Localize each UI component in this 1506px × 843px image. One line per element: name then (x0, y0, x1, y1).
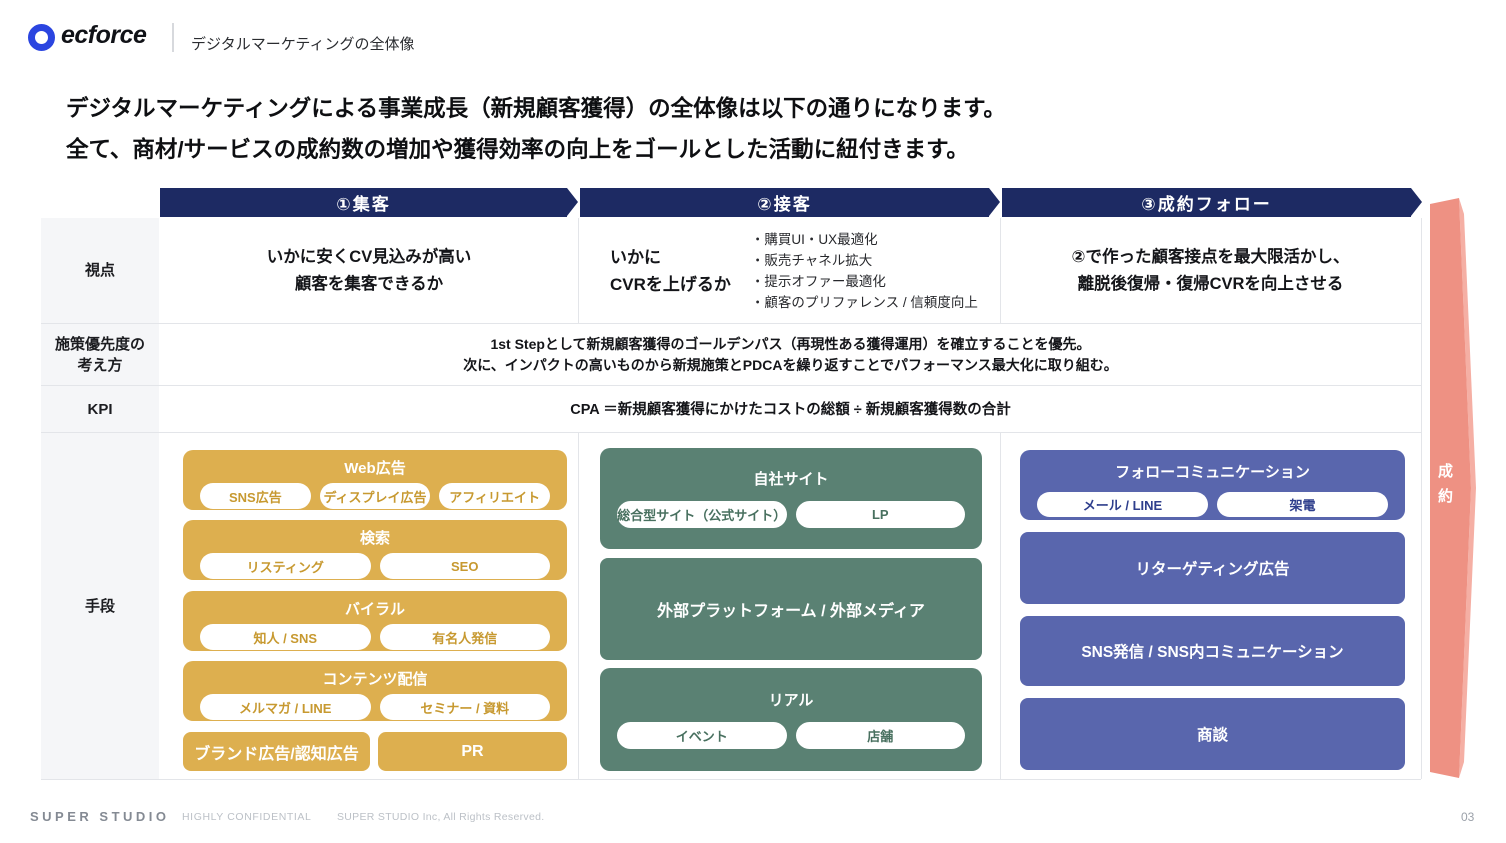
pill-lp: LP (795, 501, 965, 528)
viewpoint-engagement-lead: いかに CVRを上げるか (610, 247, 731, 294)
grid-line-v2 (1000, 218, 1001, 323)
group-viral: バイラル 知人 / SNS 有名人発信 (183, 591, 567, 651)
pill-seminar-docs: セミナー / 資料 (379, 694, 550, 720)
grid-line-h1 (41, 323, 1421, 324)
footer-page-number: 03 (1461, 810, 1475, 824)
group-own-site-pills: 総合型サイト（公式サイト） LP (600, 501, 982, 528)
group-follow-communication-pills: メール / LINE 架電 (1020, 492, 1405, 517)
group-real: リアル イベント 店舗 (600, 668, 982, 771)
box-negotiation: 商談 (1020, 698, 1405, 770)
group-content-delivery-pills: メルマガ / LINE セミナー / 資料 (183, 694, 567, 720)
box-external-platform: 外部プラットフォーム / 外部メディア (600, 558, 982, 660)
bullet-item: ・提示オファー最適化 (750, 273, 886, 289)
pill-phone-call: 架電 (1217, 492, 1388, 517)
intro-line-1: デジタルマーケティングによる事業成長（新規顧客獲得）の全体像は以下の通りになりま… (66, 96, 1006, 121)
group-web-ads: Web広告 SNS広告 ディスプレイ広告 アフィリエイト (183, 450, 567, 510)
conversion-ribbon (1430, 198, 1476, 778)
group-search: 検索 リスティング SEO (183, 520, 567, 580)
bullet-item: ・顧客のプリファレンス / 信頼度向上 (750, 294, 978, 310)
ecforce-logo-text: ecforce (61, 21, 147, 49)
group-search-pills: リスティング SEO (183, 553, 567, 579)
group-own-site-title: 自社サイト (753, 471, 829, 488)
row-label-kpi: KPI (41, 386, 159, 432)
group-own-site: 自社サイト 総合型サイト（公式サイト） LP (600, 448, 982, 549)
stage-banner-acquisition: ①集客 (160, 188, 578, 217)
box-brand-ads: ブランド広告/認知広告 (183, 732, 370, 771)
box-retargeting: リターゲティング広告 (1020, 532, 1405, 604)
pill-sns-ads: SNS広告 (200, 483, 311, 509)
grid-line-v1 (578, 218, 579, 323)
group-real-pills: イベント 店舗 (600, 722, 982, 749)
bullet-item: ・購買UI・UX最適化 (750, 231, 878, 247)
row-label-means: 手段 (41, 433, 159, 779)
intro-text: デジタルマーケティングによる事業成長（新規顧客獲得）の全体像は以下の通りになりま… (66, 88, 1006, 170)
pill-mail-line: メール / LINE (1037, 492, 1208, 517)
pill-event: イベント (617, 722, 787, 749)
group-web-ads-pills: SNS広告 ディスプレイ広告 アフィリエイト (183, 483, 567, 509)
box-pr: PR (378, 732, 567, 771)
viewpoint-follow-text: ②で作った顧客接点を最大限活かし、 離脱後復帰・復帰CVRを向上させる (1071, 247, 1350, 293)
grid-line-h3 (41, 432, 1421, 433)
viewpoint-acquisition-text: いかに安くCV見込みが高い 顧客を集客できるか (266, 247, 472, 293)
pill-store: 店舗 (795, 722, 965, 749)
row-label-viewpoint: 視点 (41, 218, 159, 323)
group-viral-pills: 知人 / SNS 有名人発信 (183, 624, 567, 650)
group-content-delivery-title: コンテンツ配信 (322, 671, 428, 688)
stage-banner-engagement: ②接客 (580, 188, 1000, 217)
pill-seo: SEO (379, 553, 550, 579)
kpi-formula-text: CPA ＝新規顧客獲得にかけたコストの総額 ÷ 新規顧客獲得数の合計 (570, 402, 1011, 418)
group-follow-communication-title: フォローコミュニケーション (1115, 464, 1310, 481)
pill-listing: リスティング (200, 553, 371, 579)
pill-display-ads: ディスプレイ広告 (319, 483, 431, 509)
pill-friends-sns: 知人 / SNS (200, 624, 371, 650)
priority-policy-text: 1st Stepとして新規顧客獲得のゴールデンパス（再現性ある獲得運用）を確立す… (463, 336, 1118, 373)
group-search-title: 検索 (359, 530, 390, 547)
header-divider (172, 23, 174, 52)
conversion-ribbon-label: 成約 (1437, 463, 1453, 505)
pill-official-site: 総合型サイト（公式サイト） (617, 501, 787, 528)
pill-celebrity: 有名人発信 (379, 624, 550, 650)
row-label-priority: 施策優先度の 考え方 (41, 324, 159, 385)
pill-affiliate: アフィリエイト (439, 483, 551, 509)
page-title: デジタルマーケティングの全体像 (191, 36, 415, 53)
grid-line-v3 (578, 432, 579, 779)
grid-line-h2 (41, 385, 1421, 386)
group-real-title: リアル (768, 692, 814, 709)
ecforce-logo-icon (28, 24, 55, 51)
footer-brand: SUPER STUDIO (30, 809, 170, 824)
footer-rights: SUPER STUDIO Inc, All Rights Reserved. (337, 811, 545, 823)
group-follow-communication: フォローコミュニケーション メール / LINE 架電 (1020, 450, 1405, 520)
stage-banner-follow: ③成約フォロー (1002, 188, 1422, 217)
footer-confidential: HIGHLY CONFIDENTIAL (182, 811, 312, 823)
grid-line-v5 (1421, 218, 1422, 779)
pill-mailmag-line: メルマガ / LINE (200, 694, 371, 720)
group-viral-title: バイラル (344, 601, 405, 618)
viewpoint-engagement-cell: いかに CVRを上げるか ・購買UI・UX最適化 ・販売チャネル拡大 ・提示オフ… (578, 218, 1000, 323)
grid-line-v4 (1000, 432, 1001, 779)
intro-line-2: 全て、商材/サービスの成約数の増加や獲得効率の向上をゴールとした活動に紐付きます… (66, 137, 969, 162)
viewpoint-engagement-bullets: ・購買UI・UX最適化 ・販売チャネル拡大 ・提示オファー最適化 ・顧客のプリフ… (751, 229, 978, 313)
bullet-item: ・販売チャネル拡大 (750, 252, 873, 268)
group-web-ads-title: Web広告 (344, 460, 406, 477)
grid-line-h4 (41, 779, 1421, 780)
group-content-delivery: コンテンツ配信 メルマガ / LINE セミナー / 資料 (183, 661, 567, 721)
box-sns-communication: SNS発信 / SNS内コミュニケーション (1020, 616, 1405, 686)
